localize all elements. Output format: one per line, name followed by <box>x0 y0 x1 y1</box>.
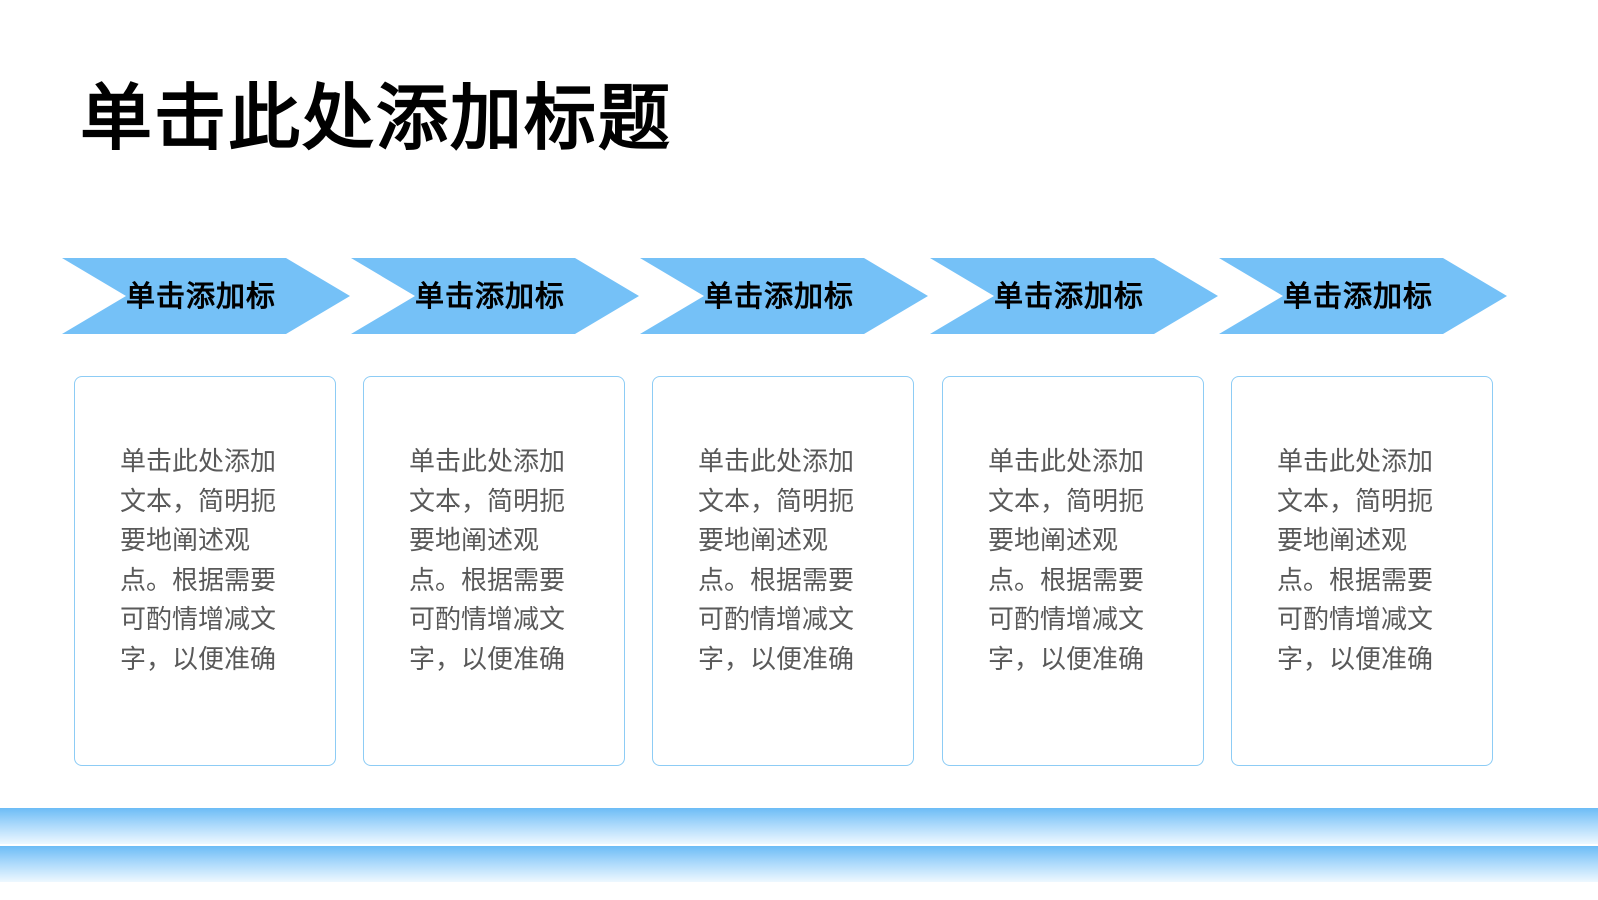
step-label[interactable]: 单击添加标 <box>704 279 855 313</box>
step-card: 单击此处添加文本，简明扼要地阐述观点。根据需要可酌情增减文字，以便准确 <box>74 376 336 766</box>
slide-title[interactable]: 单击此处添加标题 <box>80 76 673 160</box>
step-description[interactable]: 单击此处添加文本，简明扼要地阐述观点。根据需要可酌情增减文字，以便准确 <box>698 447 855 675</box>
step-description[interactable]: 单击此处添加文本，简明扼要地阐述观点。根据需要可酌情增减文字，以便准确 <box>988 447 1145 675</box>
step-card: 单击此处添加文本，简明扼要地阐述观点。根据需要可酌情增减文字，以便准确 <box>363 376 625 766</box>
process-steps: 单击添加标 单击此处添加文本，简明扼要地阐述观点。根据需要可酌情增减文字，以便准… <box>62 258 1509 768</box>
step-card: 单击此处添加文本，简明扼要地阐述观点。根据需要可酌情增减文字，以便准确 <box>942 376 1204 766</box>
step-label[interactable]: 单击添加标 <box>126 279 277 313</box>
process-step: 单击添加标 单击此处添加文本，简明扼要地阐述观点。根据需要可酌情增减文字，以便准… <box>640 258 930 768</box>
process-step: 单击添加标 单击此处添加文本，简明扼要地阐述观点。根据需要可酌情增减文字，以便准… <box>1219 258 1509 768</box>
step-description[interactable]: 单击此处添加文本，简明扼要地阐述观点。根据需要可酌情增减文字，以便准确 <box>120 447 277 675</box>
step-label[interactable]: 单击添加标 <box>415 279 566 313</box>
chevron-arrow-shape <box>640 258 928 334</box>
process-step: 单击添加标 单击此处添加文本，简明扼要地阐述观点。根据需要可酌情增减文字，以便准… <box>62 258 352 768</box>
chevron-arrow-shape <box>351 258 639 334</box>
step-label[interactable]: 单击添加标 <box>1283 279 1434 313</box>
process-step: 单击添加标 单击此处添加文本，简明扼要地阐述观点。根据需要可酌情增减文字，以便准… <box>351 258 641 768</box>
footer-decoration-band <box>0 846 1598 882</box>
step-label[interactable]: 单击添加标 <box>994 279 1145 313</box>
chevron-arrow-shape <box>1219 258 1507 334</box>
step-card: 单击此处添加文本，简明扼要地阐述观点。根据需要可酌情增减文字，以便准确 <box>1231 376 1493 766</box>
step-description[interactable]: 单击此处添加文本，简明扼要地阐述观点。根据需要可酌情增减文字，以便准确 <box>1277 447 1434 675</box>
step-description[interactable]: 单击此处添加文本，简明扼要地阐述观点。根据需要可酌情增减文字，以便准确 <box>409 447 566 675</box>
chevron-arrow-shape <box>930 258 1218 334</box>
process-step: 单击添加标 单击此处添加文本，简明扼要地阐述观点。根据需要可酌情增减文字，以便准… <box>930 258 1220 768</box>
footer-decoration-band <box>0 808 1598 844</box>
step-card: 单击此处添加文本，简明扼要地阐述观点。根据需要可酌情增减文字，以便准确 <box>652 376 914 766</box>
chevron-arrow-shape <box>62 258 350 334</box>
